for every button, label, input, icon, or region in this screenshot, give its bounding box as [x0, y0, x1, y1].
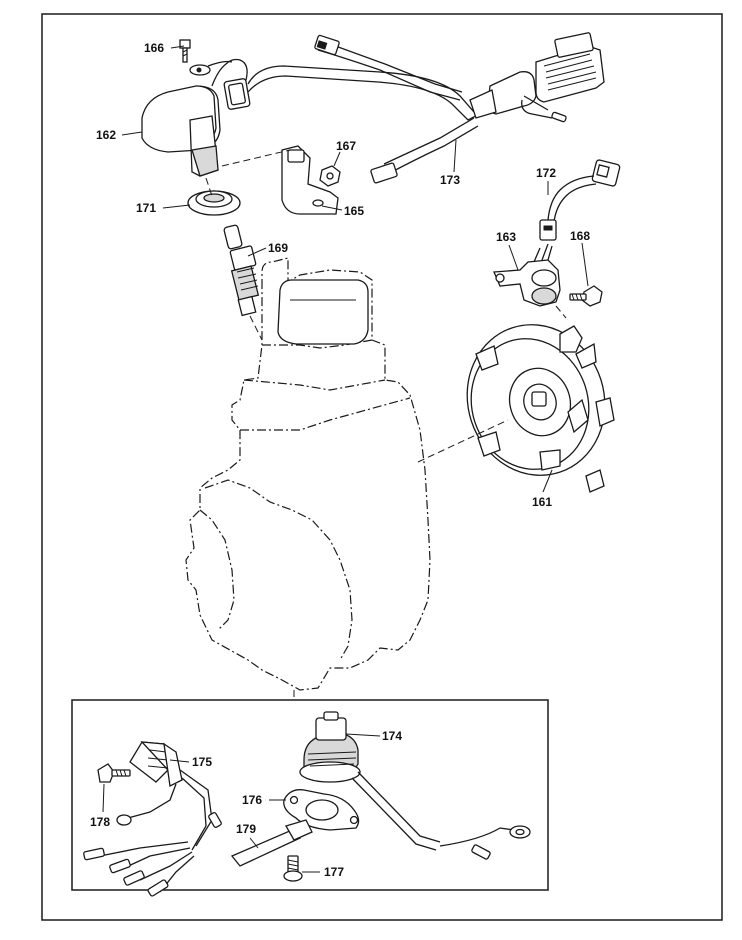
- screw-178: [97, 763, 131, 783]
- main-wiring-harness: [247, 32, 605, 184]
- wire-strap: [230, 819, 313, 867]
- callout-166: 166: [144, 41, 164, 55]
- callout-167: 167: [336, 139, 356, 153]
- callout-161: 161: [532, 495, 552, 509]
- spark-plug: [223, 224, 263, 341]
- screw-177: [283, 855, 303, 882]
- voltage-regulator: [83, 741, 222, 897]
- ignition-coil: [141, 58, 248, 197]
- callout-labels: 166 162 167 171 165 169 173 172 163 168 …: [90, 41, 590, 879]
- callout-168: 168: [570, 229, 590, 243]
- nut-167: [319, 165, 341, 187]
- callout-163: 163: [496, 230, 516, 244]
- oil-pressure-switch: [299, 711, 531, 860]
- callout-165: 165: [344, 204, 364, 218]
- engine-block-outline: [185, 257, 431, 691]
- callout-169: 169: [268, 241, 288, 255]
- flywheel: [417, 324, 615, 493]
- callout-174: 174: [382, 729, 402, 743]
- callout-176: 176: [242, 793, 262, 807]
- outer-frame: [41, 13, 723, 921]
- leader-lines: [102, 45, 589, 873]
- bolt-168: [569, 285, 603, 307]
- callout-177: 177: [324, 865, 344, 879]
- plug-seal: [187, 190, 241, 216]
- gasket: [283, 789, 360, 831]
- callout-178: 178: [90, 815, 110, 829]
- callout-172: 172: [536, 166, 556, 180]
- sensor-assembly: [493, 159, 621, 319]
- detail-box: [71, 699, 549, 891]
- callout-162: 162: [96, 128, 116, 142]
- callout-173: 173: [440, 173, 460, 187]
- callout-171: 171: [136, 201, 156, 215]
- coil-bracket: [221, 145, 339, 215]
- callout-175: 175: [192, 755, 212, 769]
- bolt-166: [179, 39, 233, 76]
- coil-connector: [223, 78, 251, 110]
- callout-179: 179: [236, 822, 256, 836]
